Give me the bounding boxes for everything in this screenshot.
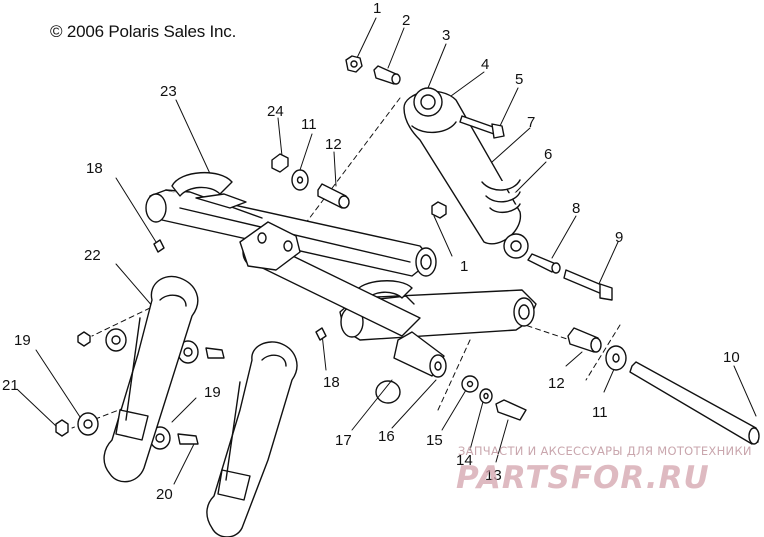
copyright-notice: © 2006 Polaris Sales Inc. [50, 22, 237, 41]
watermark-tagline: ЗАПЧАСТИ И АКСЕССУАРЫ ДЛЯ МОТОТЕХНИКИ [458, 444, 752, 458]
right-link-plate [206, 341, 298, 537]
callout-label: 11 [301, 116, 317, 133]
callout-label: 16 [378, 428, 395, 445]
callout-label: 1 [460, 258, 468, 275]
callout-label: 9 [615, 229, 623, 246]
callout-label: 10 [723, 349, 740, 366]
shock-absorber [403, 87, 529, 259]
callout-label: 19 [204, 384, 221, 401]
hardware [55, 55, 760, 450]
cross-shaft [239, 221, 421, 337]
callout-label: 18 [323, 374, 340, 391]
callout-label: 11 [592, 404, 608, 421]
callout-label: 12 [325, 136, 342, 153]
callout-labels: 1 2 3 4 5 7 6 8 9 24 11 12 23 18 1 22 19… [2, 0, 740, 503]
shaft-sleeve [393, 331, 447, 378]
callout-label: 20 [156, 486, 173, 503]
callout-label: 14 [456, 452, 473, 469]
callout-label: 2 [402, 12, 410, 29]
callout-label: 6 [544, 146, 552, 163]
callout-label: 17 [335, 432, 352, 449]
left-link-plate [103, 275, 199, 483]
callout-label: 15 [426, 432, 443, 449]
callout-label: 21 [2, 377, 19, 394]
callout-label: 7 [527, 114, 535, 131]
callout-label: 23 [160, 83, 177, 100]
watermark-logo: PARTSFOR.RU [456, 460, 710, 496]
callout-label: 24 [267, 103, 284, 120]
callout-label: 5 [515, 71, 523, 88]
callout-label: 12 [548, 375, 565, 392]
callout-label: 13 [485, 467, 502, 484]
callout-label: 18 [86, 160, 103, 177]
callout-label: 19 [14, 332, 31, 349]
callout-label: 4 [481, 56, 489, 73]
callout-label: 3 [442, 27, 450, 44]
callout-label: 22 [84, 247, 101, 264]
callout-label: 1 [373, 0, 381, 17]
callout-label: 8 [572, 200, 580, 217]
